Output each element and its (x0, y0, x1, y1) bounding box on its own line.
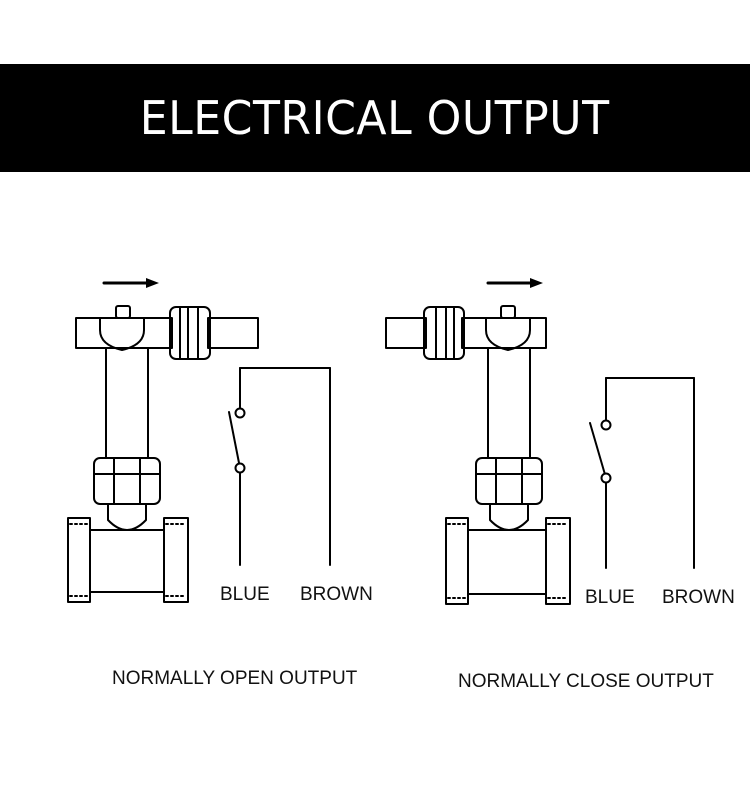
brown-wire-label-left: BROWN (300, 584, 373, 605)
normally-close-caption: NORMALLY CLOSE OUTPUT (458, 671, 714, 692)
flow-direction-arrow-icon (486, 278, 543, 288)
flow-switch-right-illustration (385, 278, 571, 605)
normally-closed-switch-schematic (589, 377, 695, 569)
page-title: ELECTRICAL OUTPUT (140, 91, 610, 145)
normally-open-switch-schematic (228, 367, 331, 566)
normally-open-caption: NORMALLY OPEN OUTPUT (112, 668, 358, 689)
title-banner: ELECTRICAL OUTPUT (0, 64, 750, 172)
blue-wire-label-right: BLUE (585, 587, 635, 608)
flow-switch-left-illustration (67, 278, 259, 603)
blue-wire-label-left: BLUE (220, 584, 270, 605)
flow-direction-arrow-icon (102, 278, 159, 288)
brown-wire-label-right: BROWN (662, 587, 735, 608)
